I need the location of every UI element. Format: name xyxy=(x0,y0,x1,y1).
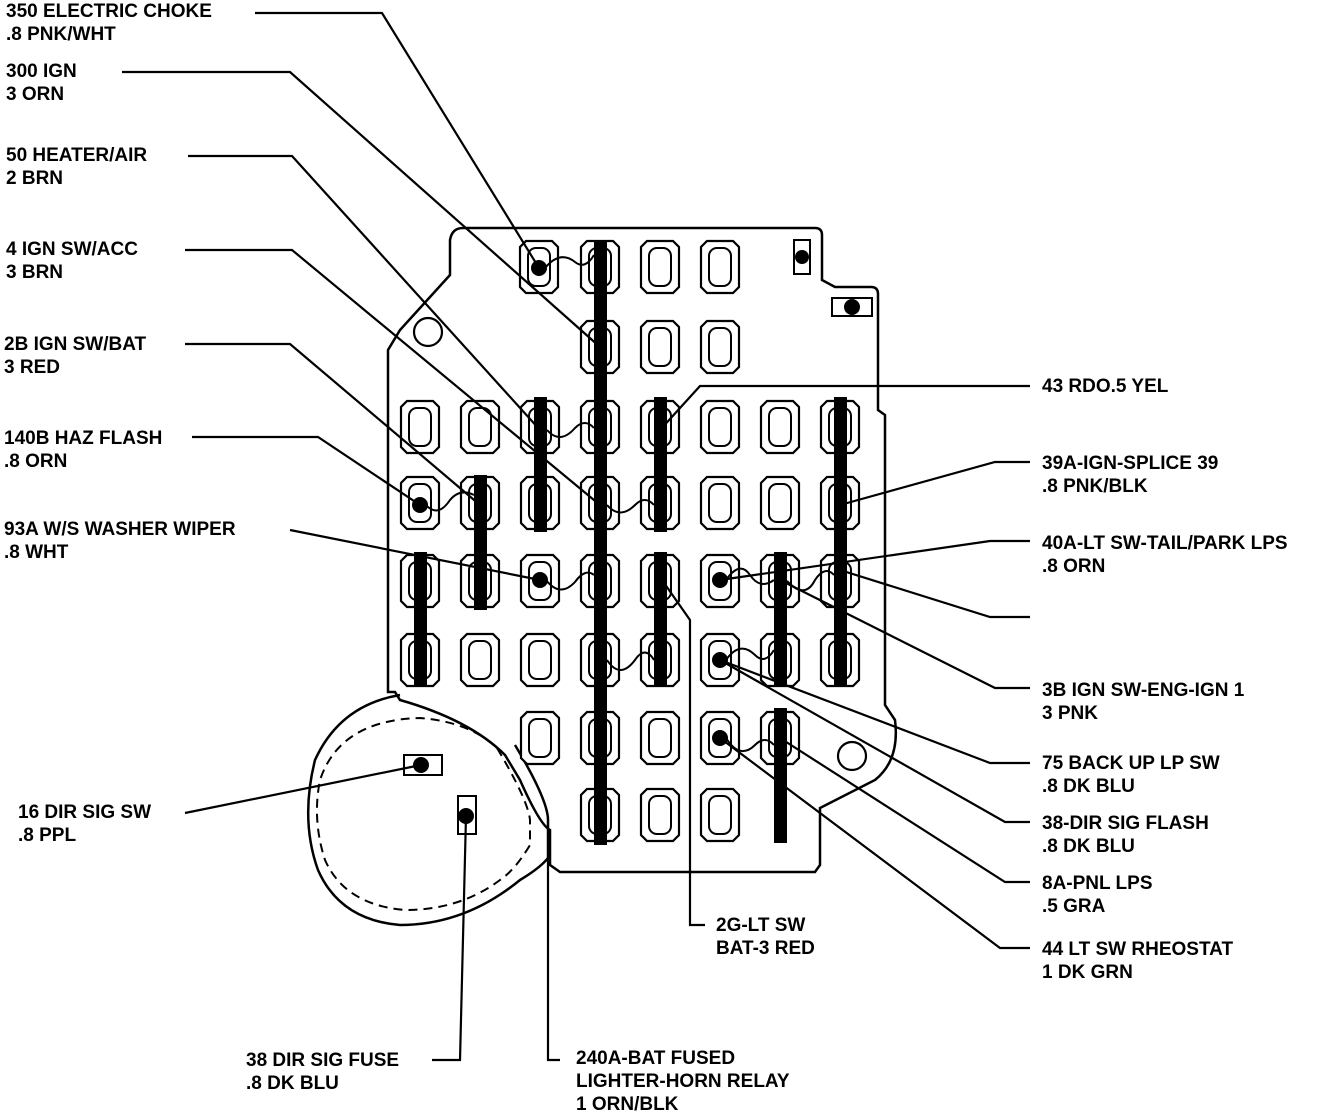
label-line: 3 PNK xyxy=(1042,703,1098,724)
label-line: BAT-3 RED xyxy=(716,938,815,959)
label-line: 1 DK GRN xyxy=(1042,962,1133,983)
label-line: 240A-BAT FUSED xyxy=(576,1048,736,1069)
label-line: 38 DIR SIG FUSE xyxy=(246,1050,400,1071)
terminal-clip xyxy=(793,239,811,275)
round-connector-dashed xyxy=(315,716,531,912)
label-line: .8 ORN xyxy=(4,451,68,472)
label-line: 3B IGN SW-ENG-IGN 1 xyxy=(1042,680,1245,701)
label-2g-lt-sw: 2G-LT SW BAT-3 RED xyxy=(716,914,815,960)
label-line: 4 IGN SW/ACC xyxy=(6,239,138,260)
label-line: .8 DK BLU xyxy=(1042,836,1135,857)
mounting-hole xyxy=(412,316,444,348)
label-50-heater-air: 50 HEATER/AIR 2 BRN xyxy=(6,144,147,190)
label-39a-ign-splice: 39A-IGN-SPLICE 39 .8 PNK/BLK xyxy=(1042,452,1218,498)
label-line: 43 RDO.5 YEL xyxy=(1042,376,1169,397)
label-line: .8 ORN xyxy=(1042,556,1106,577)
label-line: 2 BRN xyxy=(6,168,64,189)
label-8a-pnl-lps: 8A-PNL LPS .5 GRA xyxy=(1042,872,1153,918)
label-line: 140B HAZ FLASH xyxy=(4,428,163,449)
label-line: 1 ORN/BLK xyxy=(576,1094,679,1115)
label-93a-ws-washer-wiper: 93A W/S WASHER WIPER .8 WHT xyxy=(4,518,236,564)
label-line: .8 PNK/BLK xyxy=(1042,476,1148,497)
label-line: .8 DK BLU xyxy=(1042,776,1135,797)
label-line: 40A-LT SW-TAIL/PARK LPS xyxy=(1042,533,1288,554)
label-300-ign: 300 IGN 3 ORN xyxy=(6,60,77,106)
label-75-back-up-lp-sw: 75 BACK UP LP SW .8 DK BLU xyxy=(1042,752,1220,798)
label-3b-ign-sw-eng-ign: 3B IGN SW-ENG-IGN 1 3 PNK xyxy=(1042,679,1244,725)
round-connector xyxy=(306,693,550,927)
wire-pigtails xyxy=(425,254,835,753)
label-line: .8 WHT xyxy=(4,542,69,563)
label-44-lt-sw-rheostat: 44 LT SW RHEOSTAT 1 DK GRN xyxy=(1042,938,1233,984)
terminal-clip xyxy=(831,297,873,317)
label-line: 75 BACK UP LP SW xyxy=(1042,753,1220,774)
label-line: .5 GRA xyxy=(1042,896,1106,917)
label-43-rdo: 43 RDO.5 YEL xyxy=(1042,375,1168,398)
label-16-dir-sig-sw: 16 DIR SIG SW .8 PPL xyxy=(18,801,151,847)
label-line: .8 PPL xyxy=(18,825,77,846)
label-line: 3 ORN xyxy=(6,84,65,105)
label-line: 16 DIR SIG SW xyxy=(18,802,152,823)
label-line: 50 HEATER/AIR xyxy=(6,145,148,166)
label-line: 38-DIR SIG FLASH xyxy=(1042,813,1209,834)
label-line: 39A-IGN-SPLICE 39 xyxy=(1042,453,1219,474)
leader-lines xyxy=(122,11,1030,1062)
mounting-hole xyxy=(836,740,868,772)
label-4-ign-sw-acc: 4 IGN SW/ACC 3 BRN xyxy=(6,238,138,284)
label-line: 350 ELECTRIC CHOKE xyxy=(6,1,212,22)
terminal-clip xyxy=(457,795,477,835)
label-line: 8A-PNL LPS xyxy=(1042,873,1153,894)
label-line: .8 DK BLU xyxy=(246,1073,339,1094)
label-line: 2B IGN SW/BAT xyxy=(4,334,147,355)
label-line: 44 LT SW RHEOSTAT xyxy=(1042,939,1234,960)
label-40a-lt-sw-tail-park: 40A-LT SW-TAIL/PARK LPS .8 ORN xyxy=(1042,532,1288,578)
label-140b-haz-flash: 140B HAZ FLASH .8 ORN xyxy=(4,427,162,473)
label-line: 3 RED xyxy=(4,357,60,378)
label-line: 300 IGN xyxy=(6,61,77,82)
label-350-electric-choke: 350 ELECTRIC CHOKE .8 PNK/WHT xyxy=(6,0,212,46)
label-38-dir-sig-flash: 38-DIR SIG FLASH .8 DK BLU xyxy=(1042,812,1209,858)
label-line: 3 BRN xyxy=(6,262,64,283)
label-240a-bat-fused: 240A-BAT FUSED LIGHTER-HORN RELAY 1 ORN/… xyxy=(576,1047,790,1116)
label-line: 2G-LT SW xyxy=(716,915,806,936)
label-2b-ign-sw-bat: 2B IGN SW/BAT 3 RED xyxy=(4,333,146,379)
terminal-clip xyxy=(403,754,443,776)
label-38-dir-sig-fuse: 38 DIR SIG FUSE .8 DK BLU xyxy=(246,1049,399,1095)
label-line: 93A W/S WASHER WIPER xyxy=(4,519,236,540)
bus-bars xyxy=(414,240,847,845)
label-line: .8 PNK/WHT xyxy=(6,24,116,45)
label-line: LIGHTER-HORN RELAY xyxy=(576,1071,790,1092)
